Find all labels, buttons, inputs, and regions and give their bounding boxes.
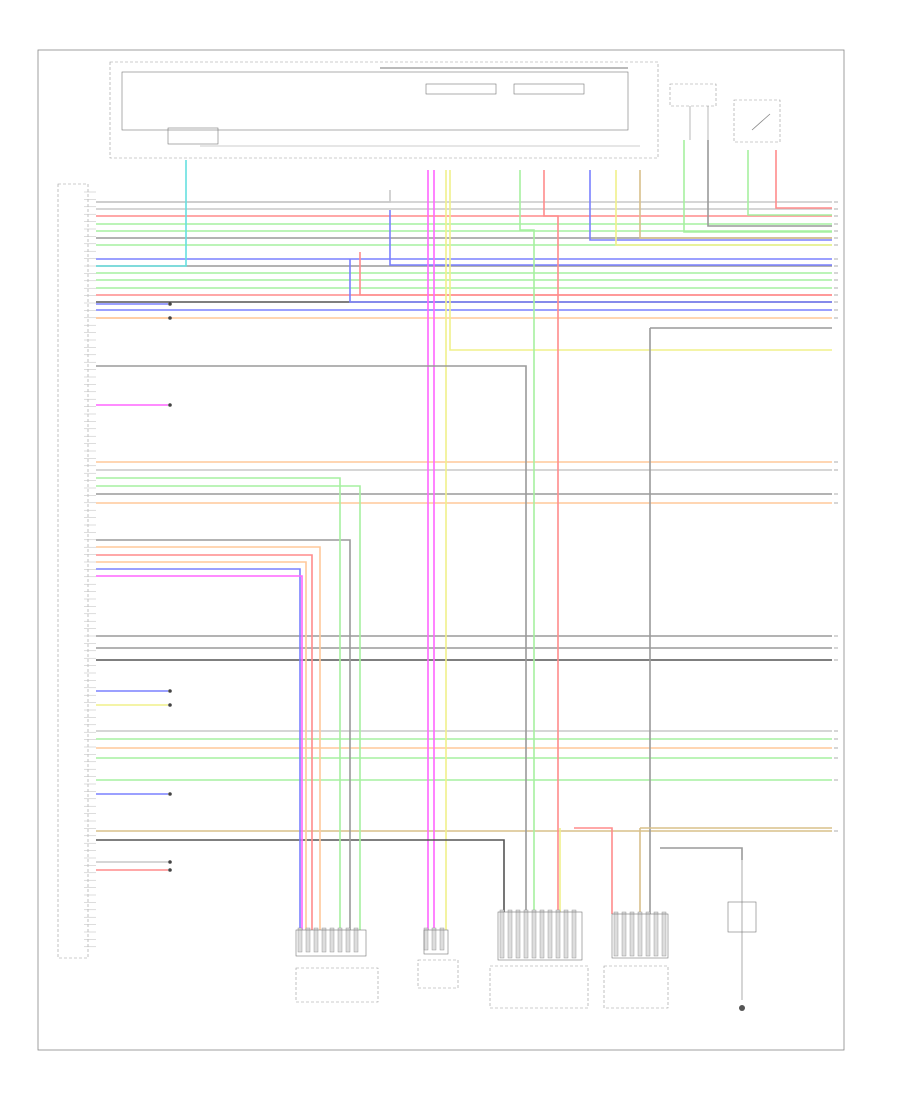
yellow-signal-wire	[449, 170, 832, 351]
stub-terminal	[168, 403, 172, 407]
connector-pin	[531, 909, 537, 959]
top-right-door-switch	[733, 99, 781, 143]
connector-pin	[507, 909, 513, 959]
stub-terminal	[168, 316, 172, 320]
connector-pin-labels	[84, 191, 96, 948]
connector-pin	[645, 911, 651, 957]
connector-pin	[439, 927, 445, 951]
connector-pin	[621, 911, 627, 957]
connector-pin	[539, 909, 545, 959]
connector-pin	[337, 927, 343, 953]
stub-terminal	[168, 689, 172, 693]
right-module-wire	[96, 839, 505, 912]
connector-pin	[613, 911, 619, 957]
right-module-wire	[574, 827, 613, 914]
connector-pin	[637, 911, 643, 957]
connector-pin	[523, 909, 529, 959]
cluster-feed-wire	[359, 252, 832, 296]
connector-pin	[499, 909, 505, 959]
stub-terminal	[168, 860, 172, 864]
switch-wire	[683, 140, 832, 233]
connector-pin	[305, 927, 311, 953]
right-side-terminal-markers	[834, 201, 838, 832]
connector-pin	[563, 909, 569, 959]
lower-left-wire	[96, 477, 341, 930]
connector-pin	[547, 909, 553, 959]
connector-pin	[571, 909, 577, 959]
bottom-center-module	[489, 911, 589, 1009]
center-drop-wire	[543, 170, 559, 912]
lower-left-wire	[96, 554, 313, 930]
cluster-feed-wire	[389, 210, 832, 266]
connector-pin	[321, 927, 327, 953]
switch-wire	[747, 150, 832, 216]
stub-terminal	[168, 703, 172, 707]
top-right-switch	[669, 83, 717, 140]
connector-pin	[515, 909, 521, 959]
lower-left-wire	[96, 561, 307, 930]
connector-pin	[329, 927, 335, 953]
connector-pin	[313, 927, 319, 953]
connector-pin	[555, 909, 561, 959]
center-drop-wire	[639, 170, 832, 239]
instrument-cluster	[109, 61, 659, 159]
bottom-mid-module	[417, 929, 459, 989]
switch-wire	[775, 150, 832, 209]
center-drop-wire	[589, 170, 832, 241]
connector-pin	[629, 911, 635, 957]
cluster-feed-wire	[96, 190, 391, 203]
connector-pin	[353, 927, 359, 953]
ground-point	[727, 860, 757, 1011]
center-drop-wire	[519, 170, 535, 912]
ground-wire	[660, 847, 743, 860]
stub-terminal	[168, 792, 172, 796]
connector-pin	[431, 927, 437, 951]
connector-pin	[297, 927, 303, 953]
lower-left-wire	[96, 539, 351, 930]
bottom-left-module	[295, 929, 379, 1003]
cluster-feed-wire	[349, 259, 832, 303]
cluster-feed-wire	[96, 160, 187, 267]
diagram-border	[37, 49, 845, 1051]
lower-left-wire	[96, 485, 361, 930]
center-drop-wire	[615, 170, 832, 246]
lower-left-wire	[96, 546, 321, 930]
switch-wire	[707, 140, 832, 227]
center-drop-wire	[96, 365, 527, 912]
connector-pin	[653, 911, 659, 957]
wire-harness	[96, 140, 832, 959]
lower-left-wire	[96, 575, 303, 930]
connector-pin	[423, 927, 429, 951]
connector-pin	[345, 927, 351, 953]
lower-left-wire	[96, 568, 301, 930]
stub-terminal	[168, 868, 172, 872]
stub-terminal	[168, 302, 172, 306]
connector-pin	[661, 911, 667, 957]
main-module-connector	[57, 183, 96, 959]
bottom-right-module	[603, 913, 669, 1009]
